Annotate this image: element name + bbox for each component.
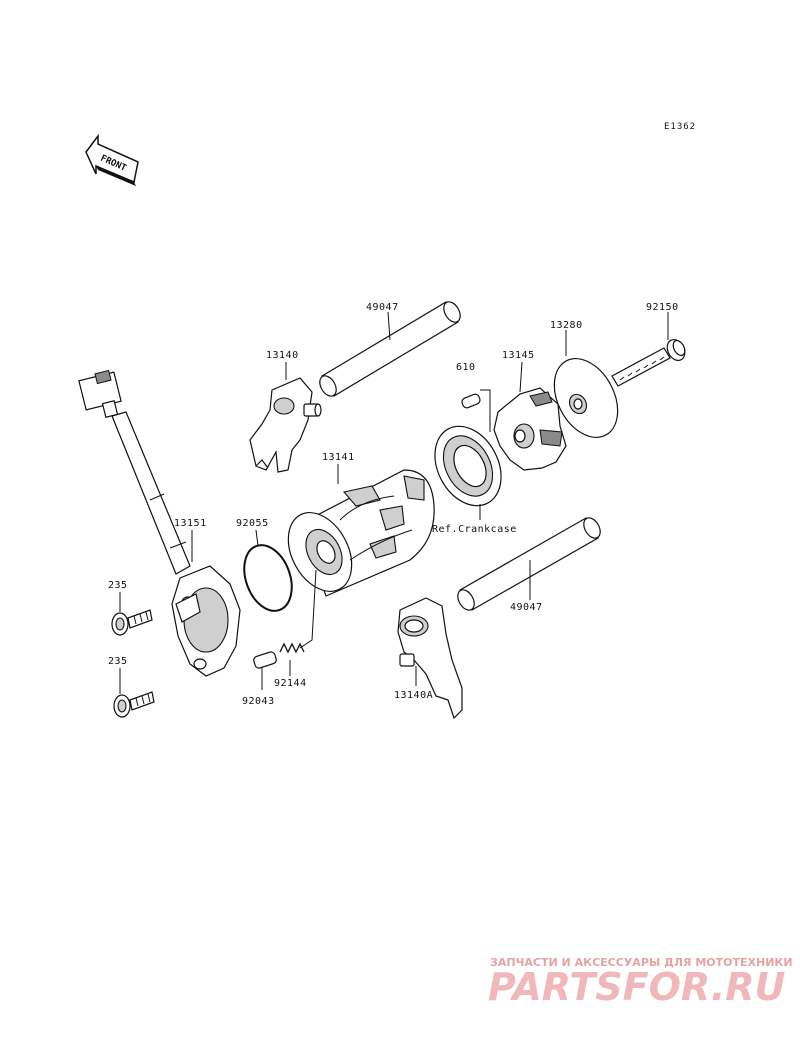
- label-shift-holder: 13145: [502, 350, 535, 361]
- label-pin-bottom: 92043: [242, 696, 275, 707]
- drum-cover: [78, 369, 241, 677]
- label-shift-drum: 13141: [322, 452, 355, 463]
- pin-92043: [253, 651, 277, 669]
- watermark: ЗАПЧАСТИ И АКСЕССУАРЫ ДЛЯ МОТОТЕХНИКИ PA…: [488, 956, 793, 1009]
- label-shaft-upper: 49047: [366, 302, 399, 313]
- label-drum-cover: 13151: [174, 518, 207, 529]
- oring: [243, 544, 293, 612]
- watermark-brand: PARTSFOR.RU: [488, 965, 786, 1009]
- label-bolt-right: 92150: [646, 302, 679, 313]
- label-fork-lower: 13140A: [394, 690, 433, 701]
- label-shaft-lower: 49047: [510, 602, 543, 613]
- plate: [553, 358, 619, 438]
- shift-holder: [493, 387, 567, 471]
- bolt-235-bottom: [113, 691, 155, 718]
- bolt-235-top: [111, 609, 153, 636]
- pin-610: [461, 393, 481, 409]
- label-bolt-bottom: 235: [108, 656, 128, 667]
- shift-drum: [287, 469, 435, 597]
- label-oring: 92055: [236, 518, 269, 529]
- label-ref-crankcase: Ref.Crankcase: [432, 524, 517, 535]
- upper-shaft: [319, 301, 461, 397]
- bearing: [434, 425, 502, 507]
- diagram-code: E1362: [664, 122, 696, 132]
- label-plate: 13280: [550, 320, 583, 331]
- front-arrow-icon: FRONT: [85, 133, 139, 186]
- lower-shaft: [457, 517, 601, 611]
- label-bolt-top: 235: [108, 580, 128, 591]
- label-pin: 610: [456, 362, 476, 373]
- bolt-92150: [611, 338, 686, 387]
- spring: [279, 642, 305, 654]
- lower-fork: [397, 597, 463, 720]
- label-fork-upper: 13140: [266, 350, 299, 361]
- upper-fork: [249, 377, 322, 473]
- watermark-tagline: ЗАПЧАСТИ И АКСЕССУАРЫ ДЛЯ МОТОТЕХНИКИ: [490, 956, 793, 969]
- label-spring: 92144: [274, 678, 307, 689]
